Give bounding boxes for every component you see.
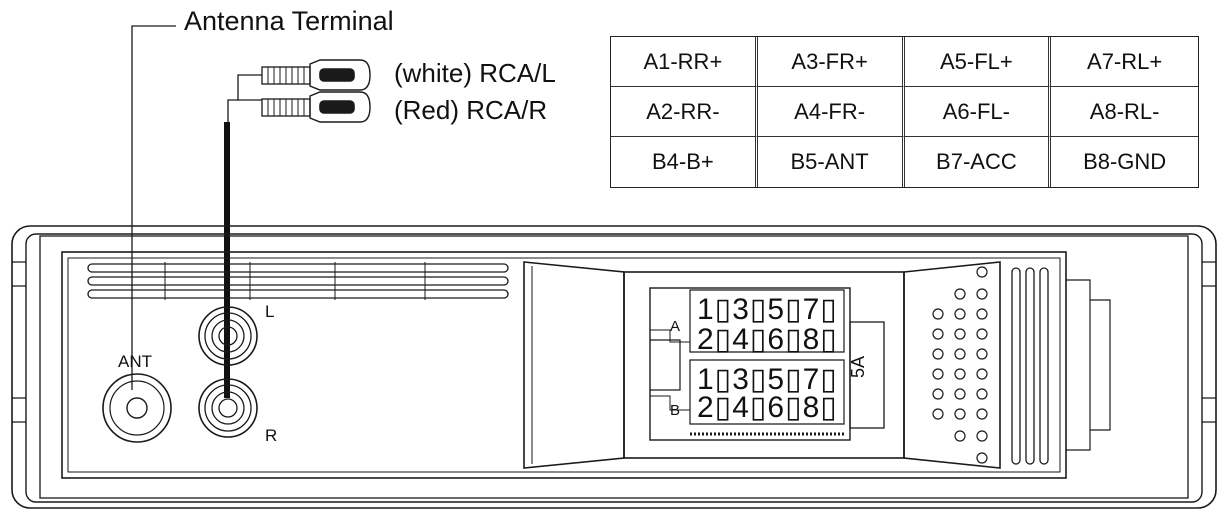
iso-connector-housing	[523, 261, 1001, 469]
right-jack-label: R	[265, 426, 278, 445]
antenna-leader-line	[131, 25, 176, 390]
pin-cell: A8-RL-	[1051, 87, 1198, 137]
connector-b-pins-even: 2▯4▯6▯8▯	[697, 391, 838, 424]
connector-b-letter: B	[670, 402, 681, 419]
pin-cell: A3-FR+	[757, 37, 905, 87]
fuse-rating-label: 5A	[848, 355, 868, 378]
pin-cell: A2-RR-	[611, 87, 758, 137]
ant-jack-label: ANT	[118, 352, 152, 371]
connector-a-letter: A	[670, 318, 681, 335]
pin-cell: B5-ANT	[758, 137, 905, 187]
chassis	[11, 225, 1217, 509]
pin-cell: A7-RL+	[1051, 37, 1198, 87]
pin-cell: B4-B+	[611, 137, 758, 187]
rca-plug-red	[261, 91, 371, 123]
vent-slots	[87, 262, 1049, 465]
rca-jack-right	[198, 378, 258, 438]
left-jack-label: L	[265, 302, 275, 321]
connector-a-pins-even: 2▯4▯6▯8▯	[697, 323, 838, 356]
pin-cell: B7-ACC	[905, 137, 1052, 187]
connector-a-pins-odd: 1▯3▯5▯7▯	[697, 293, 838, 326]
pin-cell: A5-FL+	[904, 37, 1052, 87]
pin-cell: B8-GND	[1083, 149, 1167, 174]
pin-cell: A6-FL-	[904, 87, 1052, 137]
rca-jack-left	[198, 306, 258, 366]
connector-holes	[932, 266, 988, 464]
antenna-terminal-label: Antenna Terminal	[184, 6, 394, 36]
pin-assignment-table: A1-RR+ A3-FR+ A5-FL+ A7-RL+ A2-RR- A4-FR…	[610, 36, 1199, 188]
rca-left-label: (white) RCA/L	[394, 58, 556, 88]
connector-b-pins-odd: 1▯3▯5▯7▯	[697, 363, 838, 396]
antenna-jack	[102, 373, 172, 443]
pin-cell: A1-RR+	[611, 37, 758, 87]
pin-cell: A4-FR-	[757, 87, 905, 137]
rca-right-label: (Red) RCA/R	[394, 95, 548, 125]
rca-plug-white	[261, 59, 371, 91]
